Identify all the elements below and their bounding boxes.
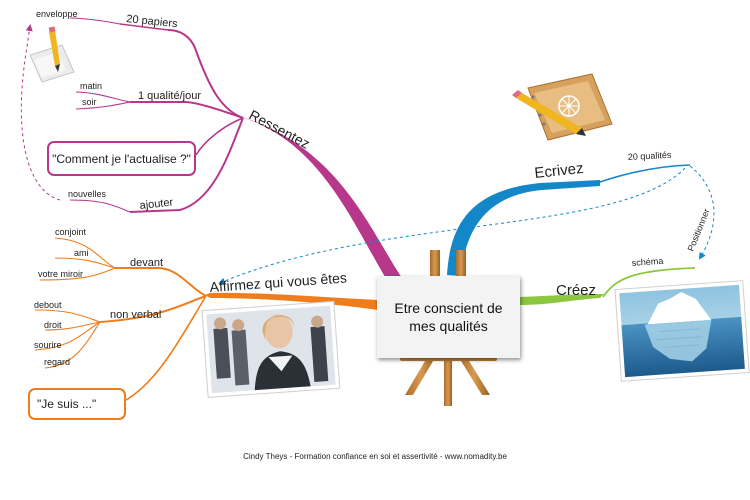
soir-label: soir <box>82 97 97 107</box>
votre-miroir-label: votre miroir <box>38 269 83 279</box>
papiers-label: 20 papiers <box>126 13 179 30</box>
qualite-link <box>130 101 244 119</box>
affirmez-label: Affirmez qui vous êtes <box>209 269 347 295</box>
nouvelles-label: nouvelles <box>68 189 107 199</box>
ressentez-main-branch <box>238 116 402 282</box>
schema-label: schéma <box>631 256 663 268</box>
central-topic-line1: Etre conscient de <box>394 300 503 316</box>
qualites-link <box>599 164 691 183</box>
schema-link <box>602 267 696 298</box>
creez-label: Créez <box>556 282 596 299</box>
positionner-link <box>689 165 715 260</box>
ajouter-label: ajouter <box>139 196 174 211</box>
debout-label: debout <box>34 300 62 310</box>
pencil-paper-icon <box>29 26 75 83</box>
affirmez-main-branch <box>205 292 378 310</box>
central-topic-line2: mes qualités <box>409 318 488 334</box>
qualites-to-affirmez-link <box>218 167 686 285</box>
qualite-label: 1 qualité/jour <box>138 90 201 102</box>
papiers-link <box>167 29 244 119</box>
notebook-pencil-icon <box>512 73 613 141</box>
iceberg-image <box>614 280 750 382</box>
jesuis-link <box>125 295 207 401</box>
droit-label: droit <box>44 320 62 330</box>
branch-ecrivez: Ecrivez 20 qualités Positionner <box>218 150 715 285</box>
creez-main-branch <box>519 294 604 305</box>
actualise-quote-box[interactable]: "Comment je l'actualise ?" <box>47 141 196 176</box>
devant-link <box>115 267 207 297</box>
nonverbal-link <box>99 295 207 323</box>
sourire-label: sourire <box>34 340 62 350</box>
matin-label: matin <box>80 81 102 91</box>
central-topic-card[interactable]: Etre conscient de mes qualités <box>377 276 520 358</box>
je-suis-quote-box[interactable]: "Je suis ..." <box>28 388 126 420</box>
qualites-label: 20 qualités <box>628 150 672 162</box>
ecrivez-label: Ecrivez <box>534 160 585 182</box>
ami-label: ami <box>74 248 89 258</box>
devant-label: devant <box>130 257 163 269</box>
ecrivez-main-branch <box>447 180 600 276</box>
branch-creez: Créez schéma <box>519 256 696 305</box>
ressentez-label: Ressentez <box>247 107 313 152</box>
enveloppe-label: enveloppe <box>36 9 78 19</box>
positionner-label: Positionner <box>686 207 712 252</box>
nouvelles-to-enveloppe-link <box>20 24 61 201</box>
conjoint-label: conjoint <box>55 227 87 237</box>
footer-credit: Cindy Theys - Formation confiance en soi… <box>243 452 507 461</box>
regard-label: regard <box>44 357 70 367</box>
nonverbal-label: non verbal <box>110 309 161 321</box>
ajouter-link <box>129 117 244 213</box>
business-woman-photo <box>201 300 341 398</box>
